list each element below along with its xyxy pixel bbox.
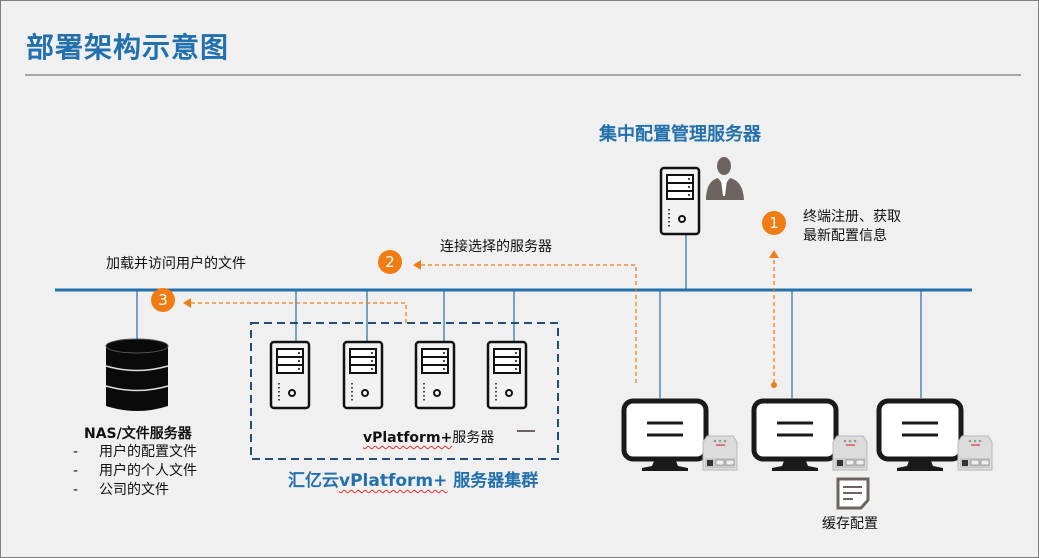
arrowhead-up-icon [769, 250, 779, 258]
server-label-suffix: 服务器 [452, 430, 495, 446]
nas-item-text: 公司的文件 [99, 482, 169, 498]
nas-list-item: - 用户的个人文件 [73, 462, 197, 481]
nas-item-text: 用户的配置文件 [99, 444, 197, 460]
thin-client-monitor-icon [624, 401, 706, 471]
step-1-badge: 1 [762, 211, 786, 235]
server-label-brand: vPlatform+ [363, 430, 453, 446]
cluster-name: 汇亿云vPlatform+ 服务器集群 [288, 466, 538, 491]
flow-origin-dot [771, 382, 777, 388]
step-2-badge: 2 [378, 250, 402, 274]
arrowhead-left-icon [183, 298, 191, 308]
central-server-label: 集中配置管理服务器 [599, 124, 761, 145]
bullet: - [73, 463, 79, 479]
arrowhead-left-icon [413, 260, 421, 270]
nas-list-item: - 用户的配置文件 [73, 443, 197, 462]
step-2-label: 连接选择的服务器 [440, 239, 552, 255]
nas-database-icon [105, 338, 169, 411]
vplatform-server-label: vPlatform+服务器 [363, 427, 494, 447]
network-drops [136, 230, 922, 398]
thin-client-monitor-icon [879, 401, 961, 471]
title-divider [25, 74, 1021, 76]
admin-person-icon [706, 157, 744, 200]
central-server-icon [659, 166, 701, 236]
thin-client-box-icon [832, 435, 868, 471]
cache-config-document-icon [836, 477, 870, 510]
step-3-label: 加载并访问用户的文件 [106, 256, 246, 272]
step-1-label-line2: 最新配置信息 [803, 228, 887, 244]
step-3-badge: 3 [151, 288, 175, 312]
nas-content-list: - 用户的配置文件 - 用户的个人文件 - 公司的文件 [73, 443, 197, 500]
cluster-name-prefix: 汇亿云 [288, 471, 339, 491]
vplatform-server-icon [342, 340, 384, 410]
flow-arrows [190, 256, 775, 383]
nas-title: NAS/文件服务器 [84, 426, 192, 442]
cluster-name-brand: vPlatform+ [339, 471, 448, 491]
vplatform-server-icon [414, 340, 456, 410]
vplatform-server-icon [269, 340, 311, 410]
thin-client-box-icon [957, 435, 993, 471]
bullet: - [73, 482, 79, 498]
cache-config-label: 缓存配置 [822, 516, 878, 532]
bullet: - [73, 444, 79, 460]
thin-client-box-icon [702, 435, 738, 471]
nas-list-item: - 公司的文件 [73, 481, 197, 500]
cluster-name-suffix: 服务器集群 [447, 471, 539, 491]
thin-client-monitor-icon [754, 401, 836, 471]
vplatform-server-icon [486, 340, 528, 410]
nas-item-text: 用户的个人文件 [99, 463, 197, 479]
page-title: 部署架构示意图 [26, 31, 230, 64]
step-1-label-line1: 终端注册、获取 [803, 209, 901, 225]
step-1-label: 终端注册、获取 最新配置信息 [803, 208, 901, 246]
